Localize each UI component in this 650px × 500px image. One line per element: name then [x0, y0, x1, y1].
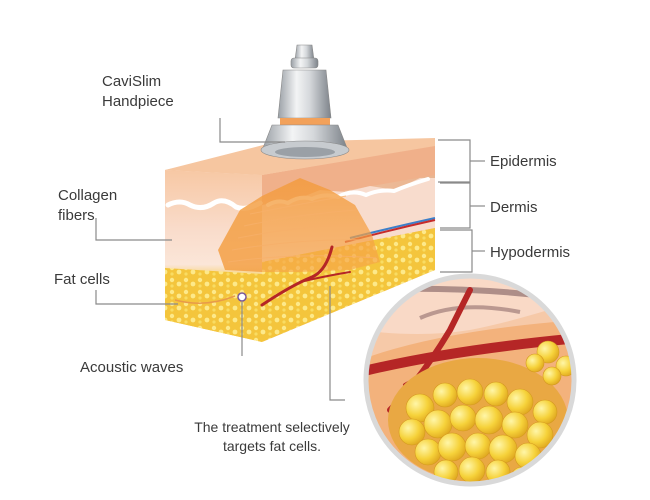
acoustic-focus-cone: [262, 178, 380, 272]
front-collagen-white: [165, 198, 263, 211]
label-epidermis: Epidermis: [490, 153, 557, 170]
magnifier-circle: [363, 273, 577, 487]
label-collagen-line1: Collagen: [58, 187, 118, 204]
label-collagen-line2: fibers: [58, 207, 95, 224]
bracket-dermis: [440, 182, 471, 229]
acoustic-marker: [237, 292, 247, 302]
acoustic-wave-lines: [227, 195, 377, 263]
label-dermis: Dermis: [490, 199, 538, 216]
front-fat-layer: [165, 268, 262, 342]
label-handpiece-line2: Handpiece: [102, 93, 174, 110]
label-fat-cells: Fat cells: [54, 271, 110, 288]
leader-collagen: [95, 218, 172, 241]
label-handpiece-line1: CaviSlim: [102, 73, 162, 90]
treatment-caption: The treatment selectively targets fat ce…: [142, 418, 402, 456]
bracket-hypodermis: [440, 229, 473, 273]
label-hypodermis: Hypodermis: [490, 244, 571, 261]
leader-handpiece: [219, 118, 285, 143]
leader-lines: [95, 118, 485, 401]
bracket-epidermis: [438, 139, 471, 183]
leader-target: [329, 286, 345, 401]
label-acoustic-waves: Acoustic waves: [80, 359, 184, 376]
vessel-branch: [299, 271, 351, 283]
vessel-main: [260, 245, 334, 307]
acoustic-cone-front: [218, 196, 262, 272]
leader-fat-cells: [95, 290, 178, 305]
caption-line1: The treatment selectively: [194, 419, 350, 435]
label-handpiece: CaviSlim Handpiece: [102, 72, 174, 112]
label-collagen: Collagen fibers: [58, 186, 117, 226]
caption-line2: targets fat cells.: [222, 438, 322, 454]
front-fat-divider: [174, 295, 236, 304]
